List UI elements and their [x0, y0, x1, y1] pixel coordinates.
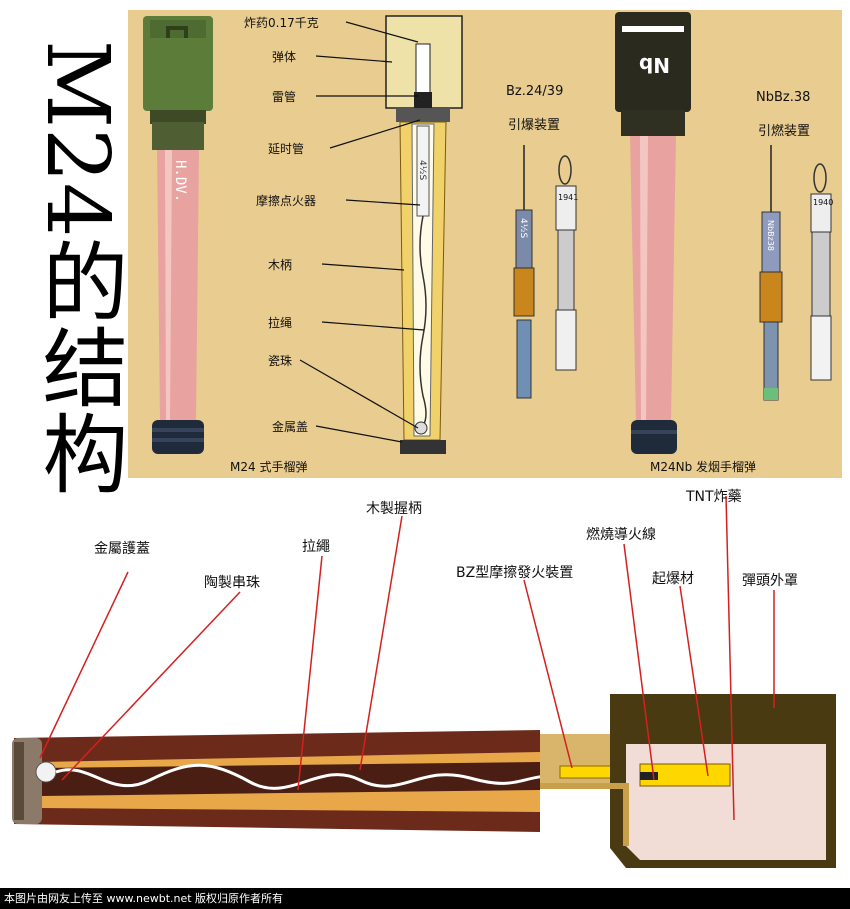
left-grenade-marking: H.DV. — [172, 160, 188, 202]
label-primer: 起爆材 — [652, 571, 694, 587]
m24-grenade-illustration — [143, 16, 213, 454]
nbbz38-fuse-illustration — [759, 145, 832, 401]
top-leader-lines — [299, 21, 425, 443]
label-metal-cover: 金屬護蓋 — [94, 541, 150, 557]
label-friction-igniter: 摩擦点火器 — [256, 194, 317, 208]
fuse1-marking: 4½S — [518, 218, 528, 238]
cutaway-marking: 4½S — [417, 160, 427, 180]
fuse1-name: Bz.24/39 — [506, 84, 564, 99]
label-detonator: 雷管 — [272, 90, 297, 104]
bottom-leader-lines — [39, 495, 775, 821]
label-warhead-shell: 彈頭外罩 — [742, 573, 798, 589]
label-bz-friction-igniter: BZ型摩擦發火裝置 — [456, 565, 574, 581]
right-grenade-marking: Nb — [639, 53, 670, 77]
bz2439-fuse-illustration — [513, 145, 577, 399]
fuse2-tag: 1940 — [813, 198, 833, 207]
label-tnt: TNT炸藥 — [686, 489, 742, 505]
bottom-cutaway-illustration — [12, 694, 836, 868]
label-ceramic-bead: 陶製串珠 — [204, 575, 260, 591]
label-wooden-handle: 木柄 — [268, 258, 293, 272]
fuse2-desc: 引燃装置 — [758, 124, 811, 139]
label-metal-cap: 金属盖 — [272, 420, 309, 434]
caption-m24nb: M24Nb 发烟手榴弹 — [650, 460, 757, 474]
page-title: M24的结构 — [27, 40, 127, 496]
fuse1-desc: 引爆装置 — [508, 118, 561, 133]
label-pull-cord: 拉绳 — [268, 316, 293, 330]
fuse2-name: NbBz.38 — [756, 90, 811, 105]
fuse2-marking: NbBz38 — [766, 220, 775, 251]
cutaway-grenade-illustration — [385, 15, 463, 454]
footer-credit: 本图片由网友上传至 www.newbt.net 版权归原作者所有 — [0, 888, 850, 909]
label-burning-fuse: 燃燒導火線 — [586, 527, 656, 543]
label-porcelain-bead: 瓷珠 — [268, 354, 293, 368]
caption-m24: M24 式手榴弹 — [230, 460, 308, 474]
top-panel — [128, 10, 842, 478]
label-explosive: 炸药0.17千克 — [244, 16, 319, 30]
m24nb-grenade-illustration — [615, 12, 691, 454]
fuse1-tag: 1941 — [558, 193, 578, 202]
label-body: 弹体 — [272, 50, 297, 64]
label-pull-string: 拉繩 — [302, 539, 330, 555]
label-delay-tube: 延时管 — [268, 142, 305, 156]
label-wood-grip: 木製握柄 — [366, 501, 422, 517]
